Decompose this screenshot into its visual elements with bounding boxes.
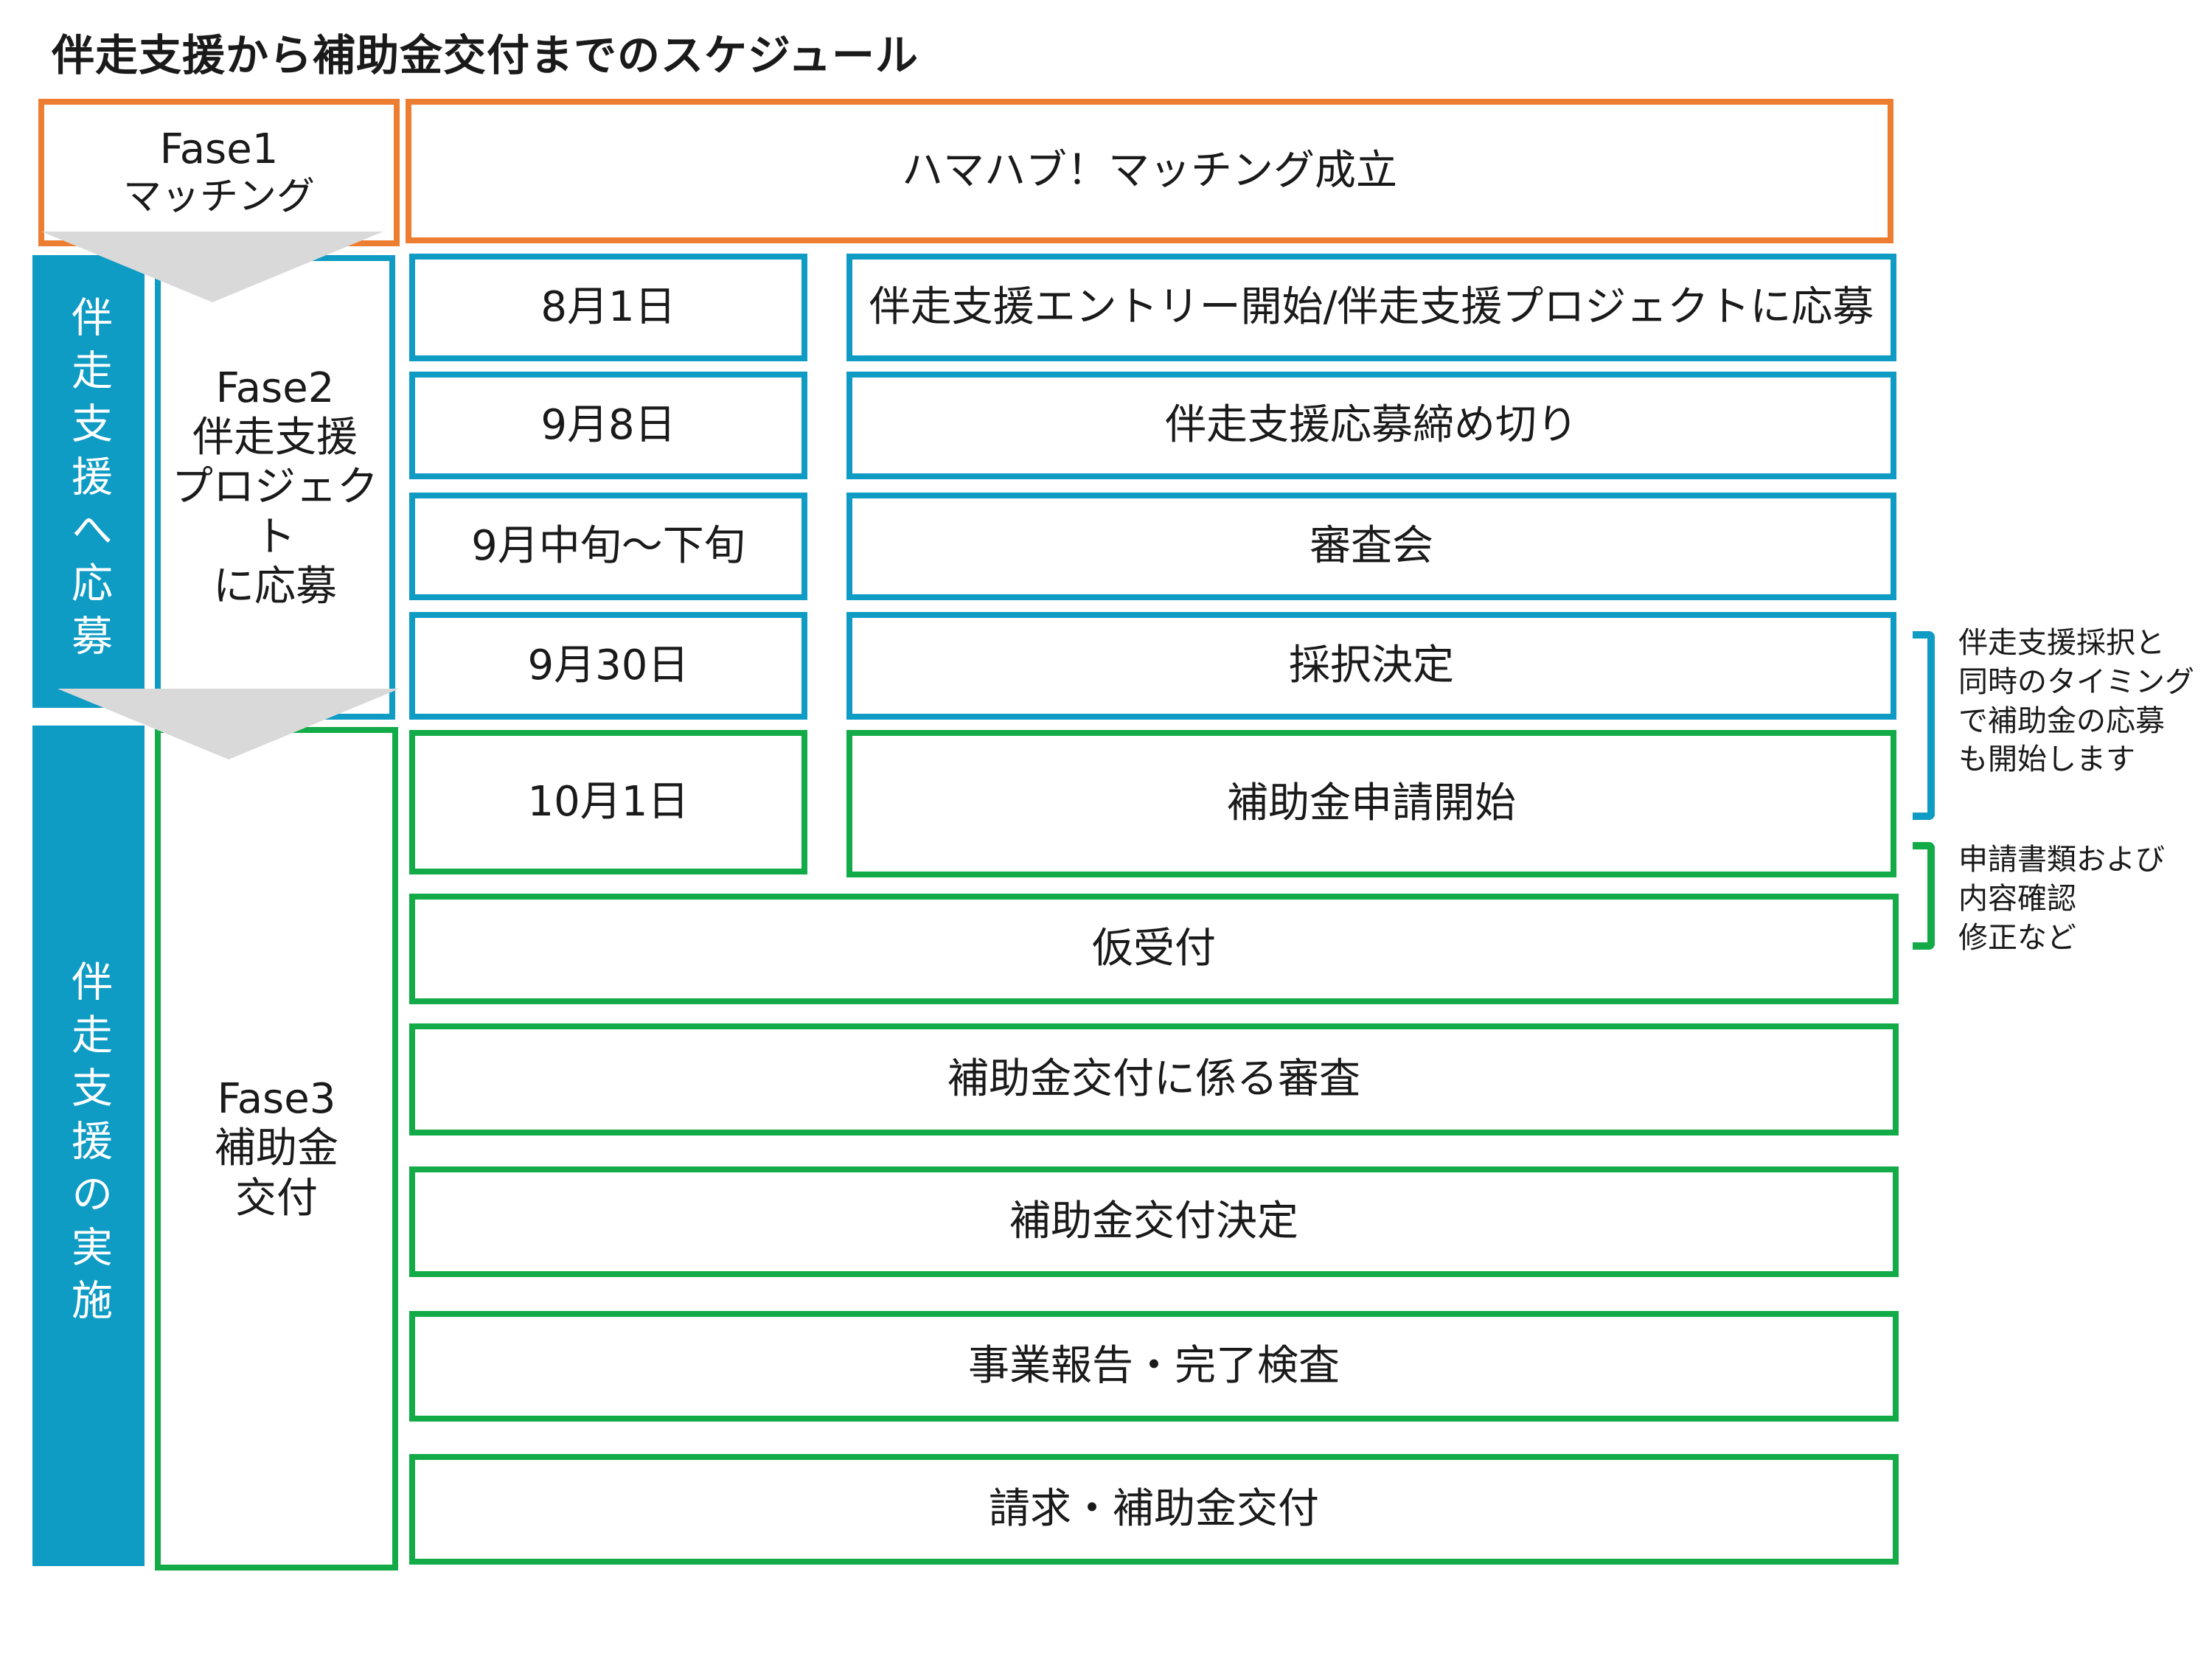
step-text: 請求・補助金交付 xyxy=(989,1485,1319,1534)
fase1-event: ハマハブ！マッチング成立 xyxy=(902,147,1397,195)
schedule-event: 伴走支援応募締め切り xyxy=(846,372,1896,479)
schedule-date: 8月1日 xyxy=(409,254,807,361)
fase2-line: プロジェクト xyxy=(172,463,378,561)
schedule-event: 審査会 xyxy=(846,493,1896,600)
note-line: 申請書類および xyxy=(1958,843,2165,877)
fase2-name: Fase2 xyxy=(215,364,335,413)
fase1-box: Fase1 マッチング xyxy=(38,99,400,246)
schedule-event-text: 伴走支援応募締め切り xyxy=(1165,401,1578,450)
fase3-line: 補助金 xyxy=(215,1124,338,1173)
page-title: 伴走支援から補助金交付までのスケジュール xyxy=(52,30,919,80)
schedule-date: 10月1日 xyxy=(409,730,807,874)
step-box: 仮受付 xyxy=(409,894,1899,1004)
arrow-down-icon xyxy=(58,689,400,759)
note-line: 伴走支援採択と xyxy=(1958,626,2165,660)
note-line: で補助金の応募 xyxy=(1958,703,2165,738)
step-text: 補助金交付決定 xyxy=(1009,1197,1298,1246)
bracket-icon xyxy=(1913,631,1935,820)
step-box: 補助金交付に係る審査 xyxy=(409,1023,1899,1135)
fase3-box: Fase3 補助金 交付 xyxy=(155,727,398,1571)
green-note: 申請書類および 内容確認 修正など xyxy=(1958,841,2202,957)
schedule-event-text: 審査会 xyxy=(1310,522,1433,571)
note-line: も開始します xyxy=(1958,742,2135,777)
schedule-date-text: 9月8日 xyxy=(540,401,676,450)
schedule-date-text: 9月中旬～下旬 xyxy=(471,522,745,571)
fase1-name: Fase1 xyxy=(159,125,279,174)
bracket-icon xyxy=(1913,842,1935,950)
note-line: 同時のタイミング xyxy=(1958,664,2194,699)
schedule-date: 9月中旬～下旬 xyxy=(409,493,807,600)
blue-note: 伴走支援採択と 同時のタイミング で補助金の応募 も開始します xyxy=(1958,624,2202,779)
schedule-date: 9月8日 xyxy=(409,372,807,479)
schedule-event: 伴走支援エントリー開始/伴走支援プロジェクトに応募 xyxy=(846,254,1896,361)
fase2-line: 伴走支援 xyxy=(192,414,358,462)
schedule-date-text: 10月1日 xyxy=(527,778,689,827)
schedule-event-text: 補助金申請開始 xyxy=(1227,779,1516,828)
fase3-line: 交付 xyxy=(235,1174,318,1222)
arrow-down-icon xyxy=(41,232,383,302)
apply-phase-label: 伴走支援へ応募 xyxy=(64,296,113,667)
fase2-line: に応募 xyxy=(213,562,337,611)
schedule-event: 採択決定 xyxy=(846,612,1896,720)
step-text: 補助金交付に係る審査 xyxy=(947,1055,1360,1104)
fase1-line: マッチング xyxy=(122,175,315,220)
schedule-event: 補助金申請開始 xyxy=(846,730,1896,877)
schedule-event-text: 採択決定 xyxy=(1289,641,1454,690)
note-line: 内容確認 xyxy=(1958,881,2076,916)
schedule-date-text: 9月30日 xyxy=(527,641,689,690)
step-text: 事業報告・完了検査 xyxy=(968,1342,1340,1391)
step-box: 補助金交付決定 xyxy=(409,1166,1899,1277)
fase3-name: Fase3 xyxy=(217,1075,336,1124)
fase1-event-box: ハマハブ！マッチング成立 xyxy=(406,99,1893,243)
schedule-date: 9月30日 xyxy=(409,612,807,720)
schedule-date-text: 8月1日 xyxy=(540,283,676,332)
step-box: 事業報告・完了検査 xyxy=(409,1311,1899,1422)
fase2-box: Fase2 伴走支援 プロジェクト に応募 xyxy=(155,255,395,720)
step-text: 仮受付 xyxy=(1092,925,1216,973)
implement-phase-label: 伴走支援の実施 xyxy=(64,960,113,1332)
apply-phase-bar: 伴走支援へ応募 xyxy=(32,255,145,708)
implement-phase-bar: 伴走支援の実施 xyxy=(32,726,145,1566)
schedule-event-text: 伴走支援エントリー開始/伴走支援プロジェクトに応募 xyxy=(869,283,1874,332)
step-box: 請求・補助金交付 xyxy=(409,1454,1899,1565)
note-line: 修正など xyxy=(1958,920,2076,955)
